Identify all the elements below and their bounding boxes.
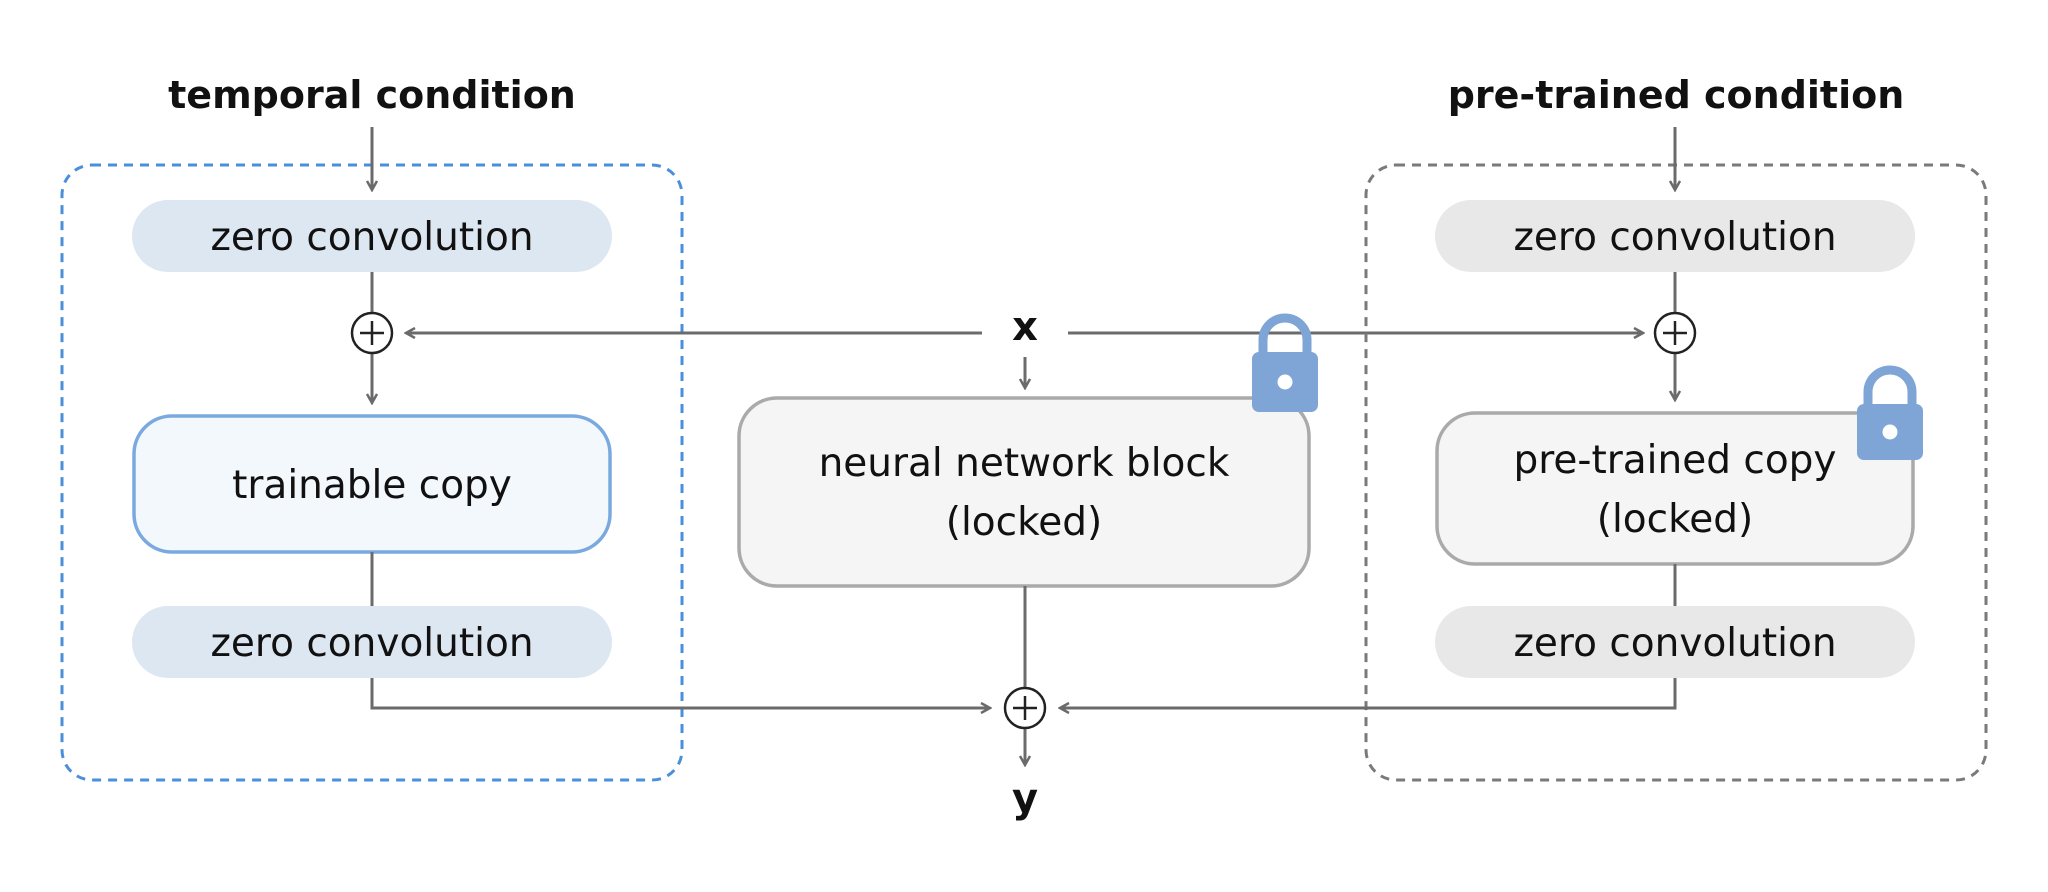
right-pretrained-copy-line2: (locked)	[1597, 497, 1754, 542]
right-zero-conv-bottom-pill	[1435, 606, 1915, 678]
right-branch-title: pre-trained condition	[1448, 73, 1905, 117]
left-zero-conv-top-pill	[132, 200, 612, 272]
left-output-arrow	[370, 678, 990, 708]
right-zero-conv-top-label: zero convolution	[1513, 215, 1836, 260]
left-zero-conv-bottom-pill	[132, 606, 612, 678]
right-zero-conv-bottom-label: zero convolution	[1513, 621, 1836, 666]
output-sum-node	[1003, 686, 1047, 730]
neural-network-block-line1: neural network block	[819, 441, 1230, 486]
left-zero-conv-bottom-label: zero convolution	[210, 621, 533, 666]
neural-network-block	[737, 396, 1311, 588]
right-pretrained-copy-line1: pre-trained copy	[1513, 438, 1836, 483]
left-sum-node	[350, 311, 394, 355]
lock-icon	[1857, 365, 1923, 460]
left-trainable-copy-label: trainable copy	[232, 463, 512, 508]
right-sum-node	[1653, 311, 1697, 355]
right-output-arrow	[1060, 678, 1677, 708]
left-zero-conv-top-label: zero convolution	[210, 215, 533, 260]
output-y-label: y	[1012, 776, 1038, 822]
right-zero-conv-top-pill	[1435, 200, 1915, 272]
neural-network-block-line2: (locked)	[946, 500, 1103, 545]
left-branch: temporal condition zero convolution trai…	[60, 73, 990, 782]
right-branch: pre-trained condition zero convolution p…	[1060, 73, 1988, 782]
input-x-label: x	[1012, 304, 1038, 350]
center-branch: x neural network block (locked) y	[406, 304, 1643, 822]
lock-icon	[1252, 313, 1318, 412]
left-branch-title: temporal condition	[168, 73, 576, 117]
